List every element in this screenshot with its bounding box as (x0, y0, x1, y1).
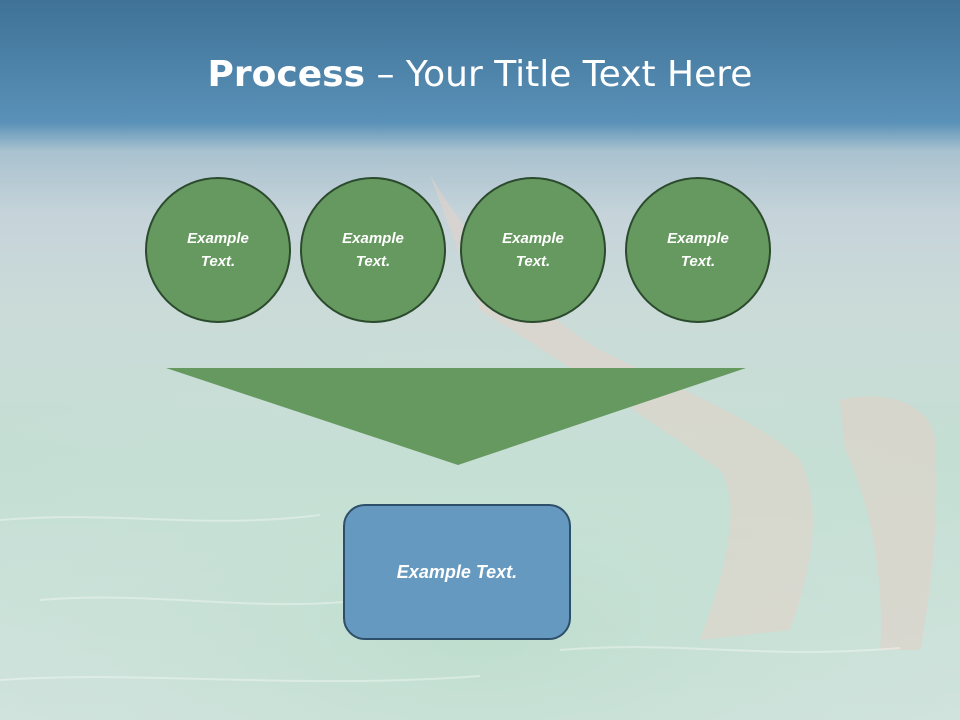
slide-title: Process – Your Title Text Here (0, 50, 960, 100)
step-circle-3: Example Text. (460, 177, 606, 323)
step-circle-4: Example Text. (625, 177, 771, 323)
title-rest: – Your Title Text Here (365, 54, 753, 95)
result-box: Example Text. (343, 504, 571, 640)
result-label: Example Text. (396, 561, 518, 582)
step-circle-2: Example Text. (300, 177, 446, 323)
step-label: Example Text. (187, 230, 249, 270)
step-label: Example Text. (667, 230, 729, 270)
title-bold: Process (207, 54, 366, 95)
step-circle-1: Example Text. (145, 177, 291, 323)
funnel-arrow (166, 368, 746, 465)
step-label: Example Text. (502, 230, 564, 270)
step-label: Example Text. (342, 230, 404, 270)
